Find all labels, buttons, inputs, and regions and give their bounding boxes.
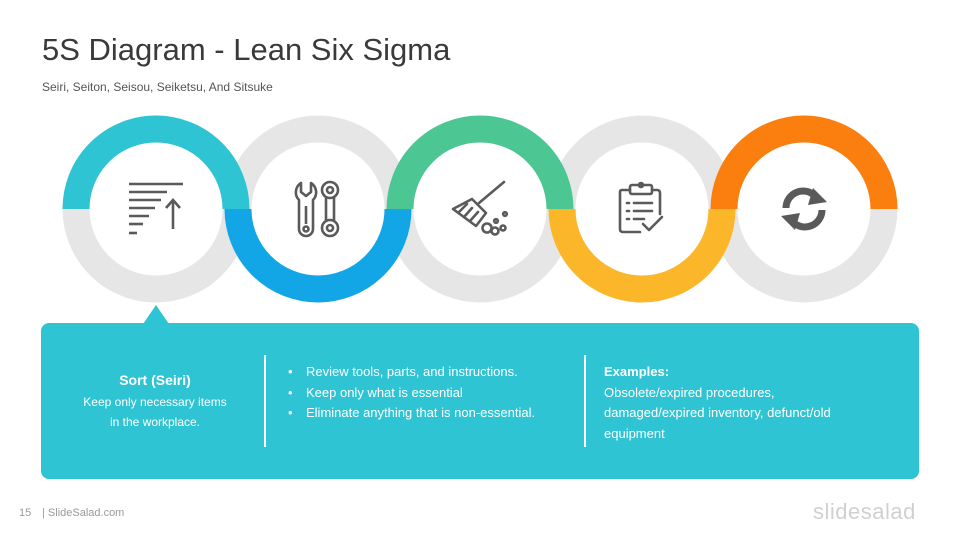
refresh-cycle-icon bbox=[781, 187, 827, 231]
step-summary: Sort (Seiri) Keep only necessary items i… bbox=[80, 372, 230, 432]
bullet-item: •Review tools, parts, and instructions. bbox=[288, 362, 558, 383]
clipboard-checklist-icon bbox=[618, 181, 664, 234]
panel-pointer bbox=[143, 305, 169, 324]
broom-icon bbox=[451, 180, 509, 236]
footer-site-link[interactable]: | SlideSalad.com bbox=[42, 507, 125, 519]
examples-heading: Examples: bbox=[604, 364, 670, 379]
detail-panel bbox=[41, 323, 919, 479]
tools-icon bbox=[294, 180, 340, 238]
ring-arc-2 bbox=[224, 208, 412, 303]
bullet-marker: • bbox=[288, 405, 293, 420]
sort-icon bbox=[129, 182, 183, 235]
ring-arc-3 bbox=[386, 115, 574, 210]
ring-color-group bbox=[62, 115, 898, 303]
page-subtitle: Seiri, Seiton, Seisou, Seiketsu, And Sit… bbox=[42, 80, 273, 94]
bullet-marker: • bbox=[288, 384, 293, 400]
step-examples: Examples: Obsolete/expired procedures, d… bbox=[604, 362, 874, 444]
ring-arc-1 bbox=[62, 115, 250, 210]
page-number: 15 bbox=[19, 507, 32, 519]
step-description: Keep only necessary items in the workpla… bbox=[83, 395, 227, 429]
step-bullets: •Review tools, parts, and instructions. … bbox=[288, 362, 558, 424]
page-title: 5S Diagram - Lean Six Sigma bbox=[42, 32, 451, 67]
panel-divider-1 bbox=[264, 355, 266, 447]
bullet-item: •Keep only what is essential bbox=[288, 383, 558, 404]
examples-text: Obsolete/expired procedures, damaged/exp… bbox=[604, 384, 831, 441]
panel-divider-2 bbox=[584, 355, 586, 447]
bullet-marker: • bbox=[288, 364, 293, 379]
ring-arc-5 bbox=[710, 115, 898, 210]
step-heading: Sort (Seiri) bbox=[119, 372, 191, 388]
bullet-item: •Eliminate anything that is non-essentia… bbox=[288, 403, 558, 424]
brand-logo: slidesalad bbox=[813, 499, 916, 524]
ring-arc-4 bbox=[548, 208, 736, 303]
